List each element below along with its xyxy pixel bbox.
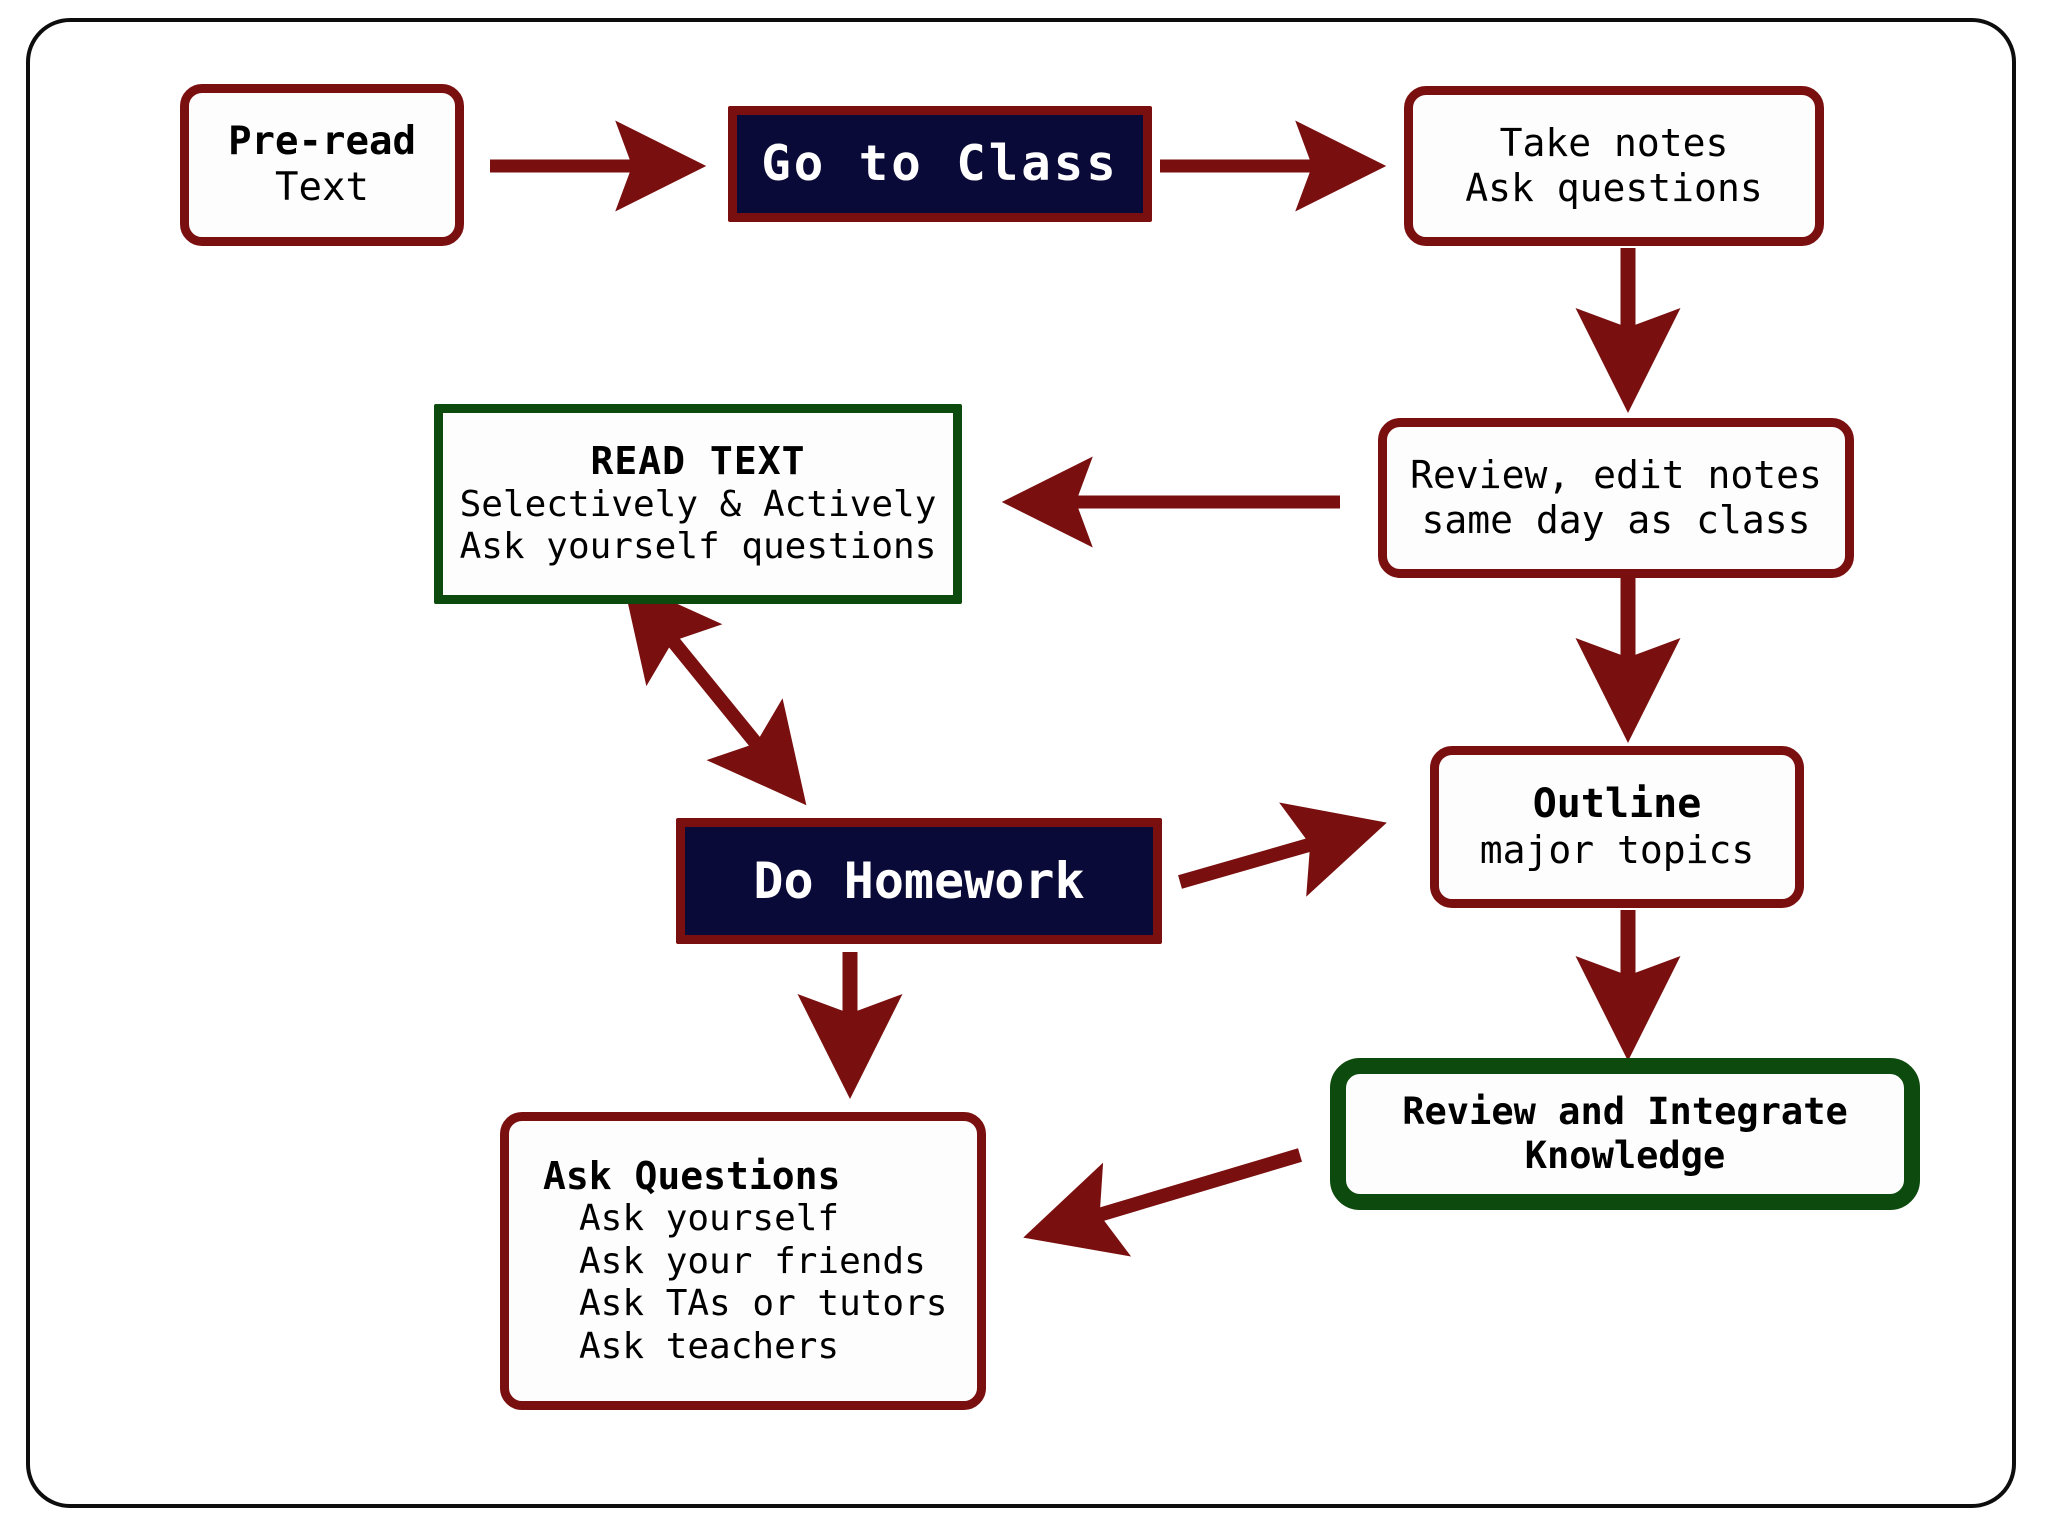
node-go-to-class[interactable]: Go to Class bbox=[728, 106, 1152, 222]
node-do-homework-label: Do Homework bbox=[753, 851, 1085, 910]
node-read-text-line-1: Selectively & Actively bbox=[459, 483, 937, 525]
node-read-text[interactable]: READ TEXT Selectively & Actively Ask you… bbox=[434, 404, 962, 604]
page-frame bbox=[26, 18, 2016, 1508]
node-ask-questions-item-0: Ask yourself bbox=[579, 1198, 840, 1240]
node-go-to-class-label: Go to Class bbox=[761, 135, 1119, 193]
node-review-edit-notes-line-0: Review, edit notes bbox=[1410, 453, 1822, 498]
node-outline-line-1: major topics bbox=[1479, 828, 1755, 873]
node-review-integrate[interactable]: Review and Integrate Knowledge bbox=[1330, 1058, 1920, 1210]
node-take-notes[interactable]: Take notes Ask questions bbox=[1404, 86, 1824, 246]
node-pre-read[interactable]: Pre-read Text bbox=[180, 84, 464, 246]
node-take-notes-line-1: Ask questions bbox=[1465, 166, 1763, 210]
node-ask-questions-item-1: Ask your friends bbox=[579, 1240, 926, 1282]
node-take-notes-line-0: Take notes bbox=[1499, 121, 1729, 166]
node-do-homework[interactable]: Do Homework bbox=[676, 818, 1162, 944]
node-ask-questions-item-2: Ask TAs or tutors bbox=[579, 1283, 948, 1325]
node-ask-questions-header: Ask Questions bbox=[543, 1153, 841, 1198]
node-read-text-line-0: READ TEXT bbox=[590, 439, 806, 484]
node-ask-questions-item-3: Ask teachers bbox=[579, 1325, 840, 1367]
node-read-text-line-2: Ask yourself questions bbox=[459, 526, 937, 568]
node-review-integrate-line-0: Review and Integrate bbox=[1402, 1090, 1848, 1134]
node-outline[interactable]: Outline major topics bbox=[1430, 746, 1804, 908]
node-review-integrate-line-1: Knowledge bbox=[1524, 1134, 1726, 1177]
node-review-edit-notes-line-1: same day as class bbox=[1421, 498, 1811, 542]
node-pre-read-line-0: Pre-read bbox=[228, 118, 416, 164]
node-pre-read-line-1: Text bbox=[275, 165, 369, 210]
node-ask-questions[interactable]: Ask Questions Ask yourself Ask your frie… bbox=[500, 1112, 986, 1410]
node-outline-line-0: Outline bbox=[1532, 780, 1702, 827]
node-review-edit-notes[interactable]: Review, edit notes same day as class bbox=[1378, 418, 1854, 578]
